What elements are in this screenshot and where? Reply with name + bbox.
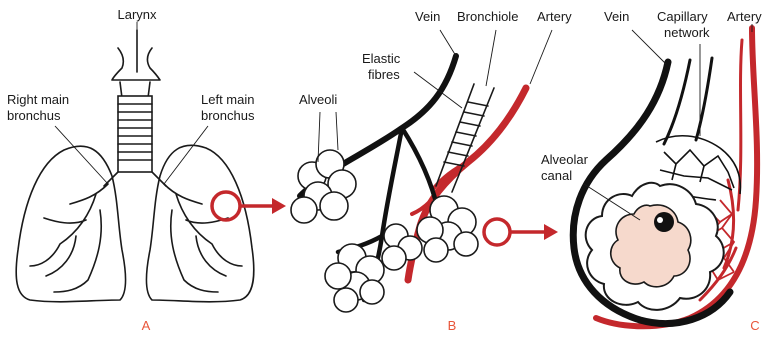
leader-vein-b [440, 30, 456, 56]
label-left-main-bronchus-2: bronchus [201, 108, 255, 123]
label-elastic-fibres-2: fibres [368, 67, 400, 82]
leader-bronchiole [486, 30, 496, 86]
panel-label-b: B [448, 318, 457, 333]
trachea [104, 96, 166, 186]
leader-vein-c [632, 30, 666, 64]
label-capillary-network-1: Capillary [657, 9, 708, 24]
alveoli-cluster-lower [325, 244, 384, 312]
panel-a-lungs: Larynx Right main bronchus Left main bro… [7, 7, 255, 333]
alveolar-opening [654, 212, 674, 232]
magnify-arrow-icon [212, 192, 286, 220]
label-vein-c: Vein [604, 9, 629, 24]
right-lung [16, 146, 125, 302]
label-alveolar-canal-2: canal [541, 168, 572, 183]
label-alveolar-canal-1: Alveolar [541, 152, 589, 167]
label-elastic-fibres-1: Elastic [362, 51, 401, 66]
panel-b-bronchiole: Vein Bronchiole Artery Elastic fibres Al… [291, 9, 572, 333]
panel-c-alveolus: Vein Capillary network Artery Alveolar c… [541, 9, 762, 333]
label-larynx: Larynx [117, 7, 157, 22]
label-right-main-bronchus-2: bronchus [7, 108, 61, 123]
label-alveoli: Alveoli [299, 92, 337, 107]
magnify-arrow-icon [484, 219, 558, 245]
label-right-main-bronchus-1: Right main [7, 92, 69, 107]
label-bronchiole: Bronchiole [457, 9, 518, 24]
label-vein-b: Vein [415, 9, 440, 24]
panel-label-a: A [142, 318, 151, 333]
leader-artery-b [530, 30, 552, 84]
label-artery-c: Artery [727, 9, 762, 24]
label-capillary-network-2: network [664, 25, 710, 40]
label-artery-b: Artery [537, 9, 572, 24]
label-left-main-bronchus-1: Left main [201, 92, 254, 107]
larynx [112, 48, 160, 98]
panel-label-c: C [750, 318, 759, 333]
leader-elastic-fibres [414, 72, 462, 108]
